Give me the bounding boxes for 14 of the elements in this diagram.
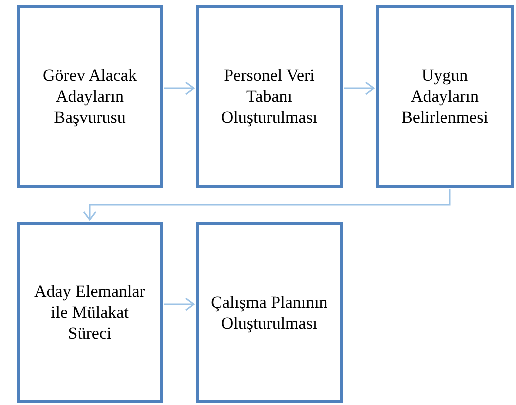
arrow (344, 82, 375, 96)
arrow (164, 298, 195, 312)
process-box (196, 222, 343, 403)
process-box (17, 5, 163, 188)
arrow (164, 82, 195, 96)
process-box (17, 222, 163, 403)
process-box (196, 5, 343, 188)
box-label: Uygun Adayların Belirlenmesi (400, 65, 490, 128)
box-label: Çalışma Planının Oluşturulması (210, 292, 329, 334)
box-label: Aday Elemanlar ile Mülakat Süreci (34, 281, 146, 344)
process-box (376, 5, 514, 188)
arrow (83, 189, 451, 221)
box-label: Personel Veri Tabanı Oluşturulması (220, 65, 319, 128)
box-label: Görev Alacak Adayların Başvurusu (42, 65, 138, 128)
